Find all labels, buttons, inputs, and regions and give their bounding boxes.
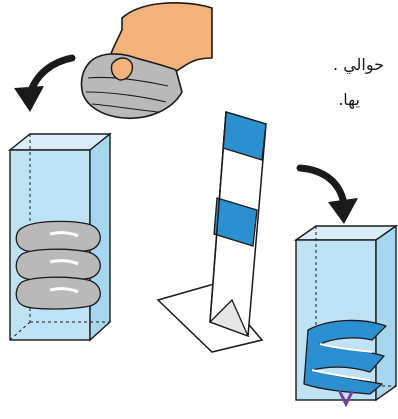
folding-board: [158, 112, 266, 352]
curved-arrow-left-icon: [14, 58, 72, 112]
curved-arrow-right-icon: [300, 168, 358, 224]
box-with-zigzag-item: [296, 226, 396, 404]
hand-with-folded-item: [81, 3, 212, 118]
box-with-folded-items: [10, 134, 110, 340]
